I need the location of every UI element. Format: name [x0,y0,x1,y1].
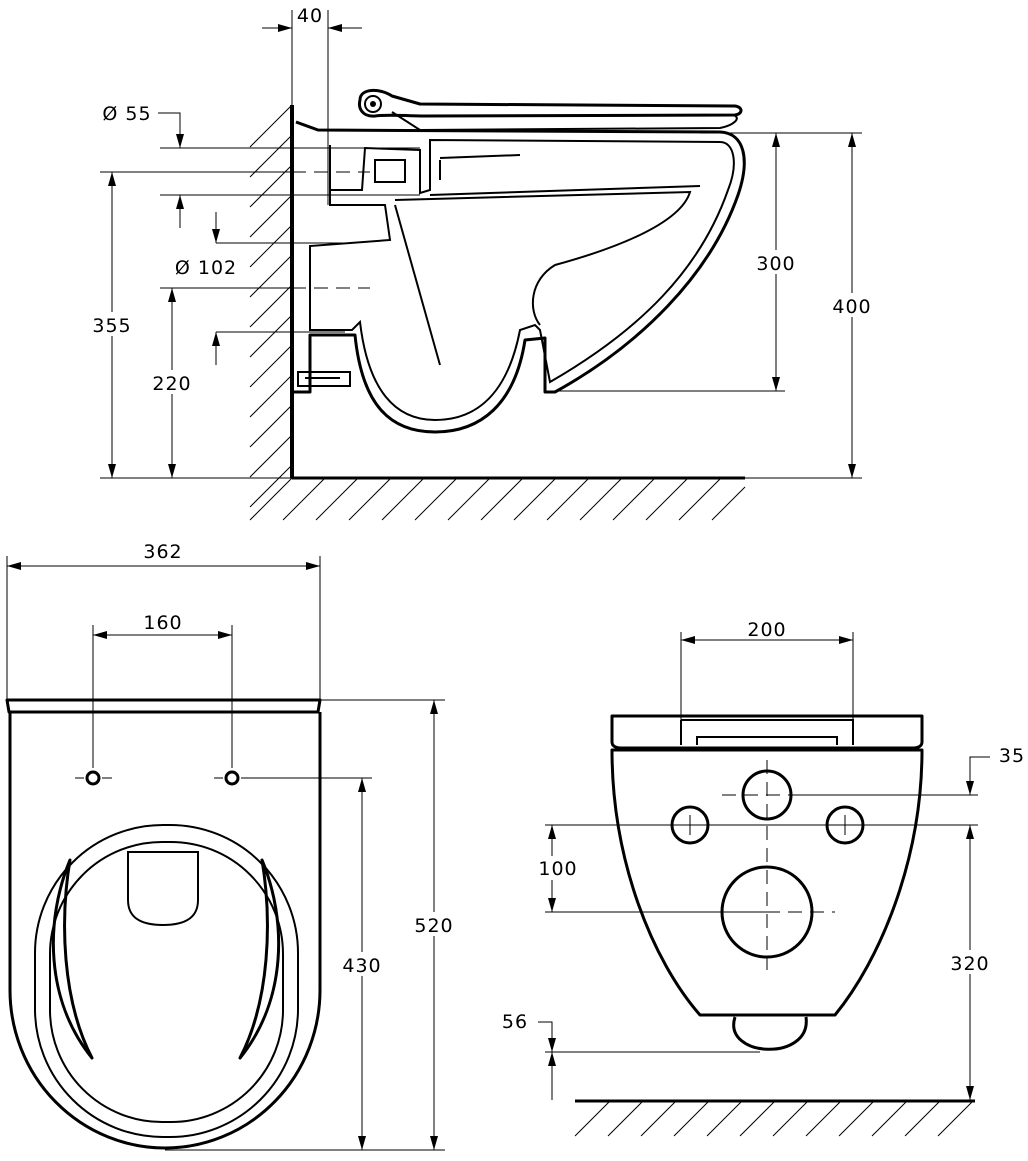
dimension-label: Ø 102 [175,257,237,279]
dimension-35: 35 [545,745,1025,826]
dimension-100: 100 [536,825,767,913]
dimension-label: 355 [92,315,131,337]
dimension-56: 56 [502,1011,760,1100]
wall-hatching [249,104,293,508]
dimension-label: 362 [143,541,182,563]
top-view: 362 160 520 430 [5,541,458,1151]
dimension-520: 520 [165,699,458,1151]
dimension-label: 160 [143,612,182,634]
dimension-label: 320 [950,953,989,975]
dimension-label: 430 [342,955,381,977]
dimension-40: 40 [262,5,362,205]
dimension-label: 520 [414,915,453,937]
dimension-160: 160 [92,612,233,768]
dimension-320: 320 [946,825,994,1100]
dimension-362: 362 [6,541,321,700]
side-view: 40 Ø 55 355 Ø 102 [88,5,876,521]
dimension-label: 300 [756,253,795,275]
dimension-300: 300 [550,132,862,392]
toilet-rear-outline [610,714,924,1051]
toilet-top-outline [5,698,322,1150]
dimension-label: 40 [297,5,323,27]
floor-hatching [574,1100,974,1137]
dimension-430: 430 [250,777,386,1150]
rear-view: 200 35 100 320 56 [502,619,1025,1137]
floor-hatching [249,477,746,521]
dimension-inlet-diameter: Ø 55 [102,103,420,228]
toilet-side-profile [294,89,746,434]
dimension-200: 200 [680,619,854,720]
dimension-label: 400 [832,296,871,318]
dimension-220: 220 [148,287,370,478]
dimension-label: 35 [999,745,1025,767]
dimension-label: 100 [538,858,577,880]
dimension-label: 56 [502,1011,528,1033]
dimension-400: 400 [745,133,876,479]
dimension-label: 200 [747,619,786,641]
dimension-label: 220 [152,373,191,395]
dimension-outlet-diameter: Ø 102 [175,212,345,365]
dimension-label: Ø 55 [102,103,151,125]
dimension-355: 355 [88,171,370,479]
